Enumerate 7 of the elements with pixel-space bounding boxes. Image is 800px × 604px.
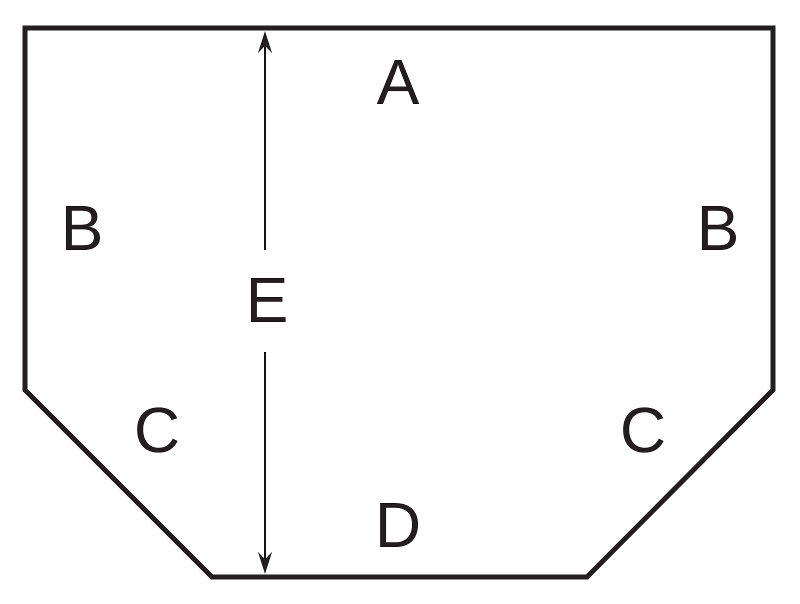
- side-label: B: [702, 206, 736, 250]
- side-label: C: [623, 407, 664, 453]
- side-label: B: [66, 206, 100, 250]
- side-label: A: [376, 60, 420, 104]
- dimension-label: E: [250, 278, 286, 322]
- side-label: D: [380, 502, 418, 547]
- side-label: C: [137, 407, 178, 453]
